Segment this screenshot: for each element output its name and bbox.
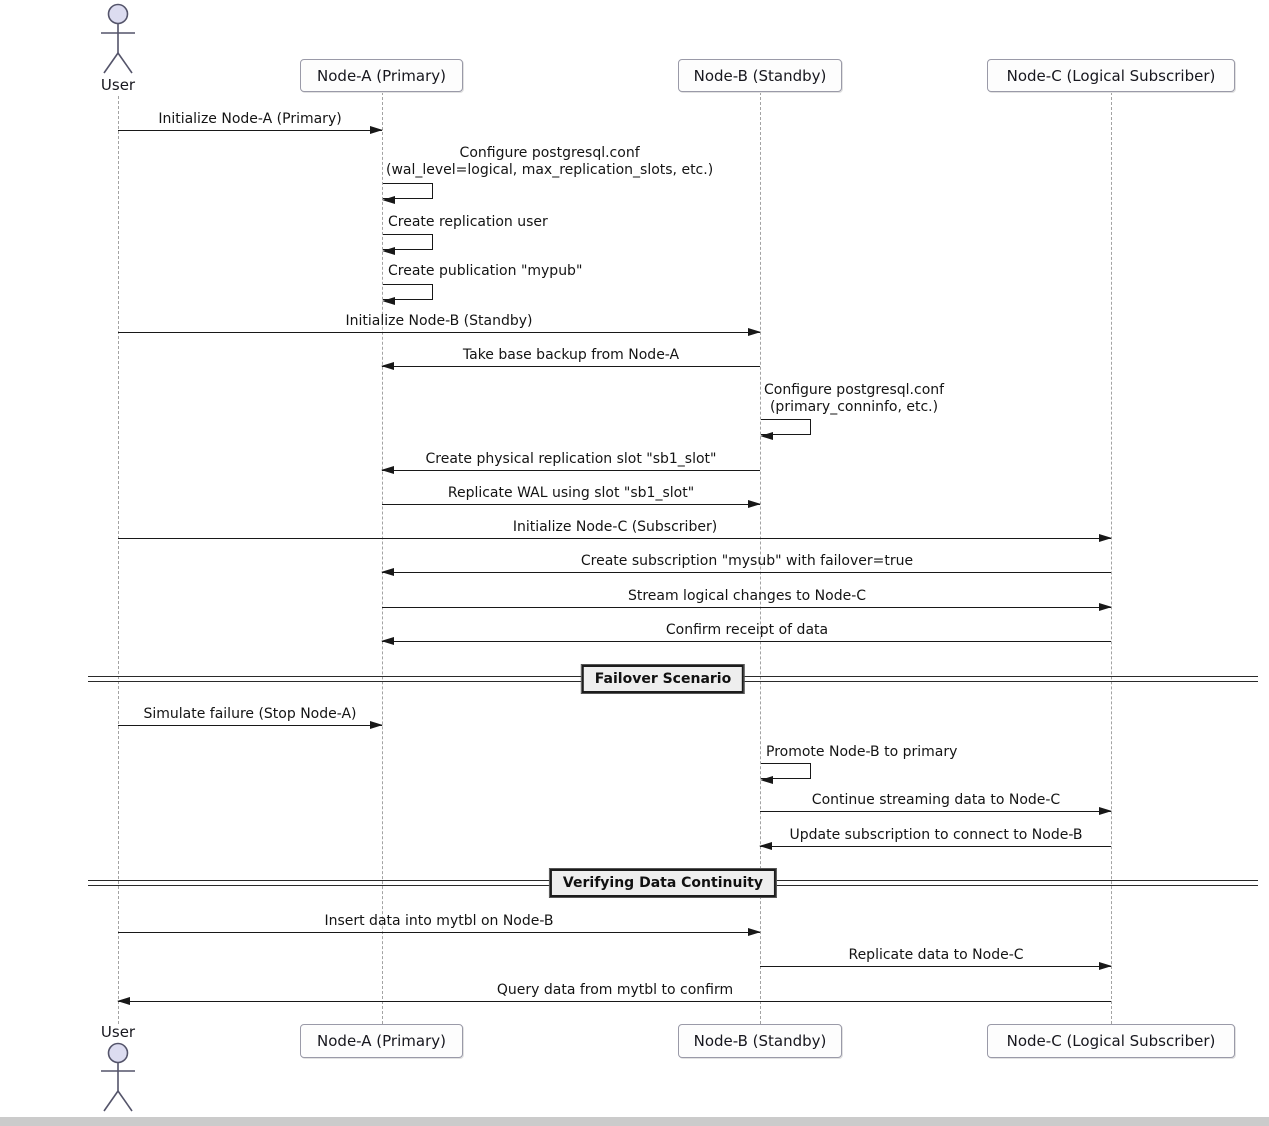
message-label: Take base backup from Node-A — [462, 347, 680, 363]
self-message-label: Create replication user — [388, 214, 548, 230]
self-message-label: Configure postgresql.conf (wal_level=log… — [386, 145, 714, 178]
message-arrow — [118, 721, 383, 729]
message-label: Initialize Node-C (Subscriber) — [512, 519, 718, 535]
user-actor-icon — [101, 3, 135, 74]
message-arrow — [760, 962, 1112, 970]
participant-node-a-bottom: Node-A (Primary) — [300, 1024, 463, 1058]
participant-node-b-bottom: Node-B (Standby) — [678, 1024, 842, 1058]
message-arrow — [118, 328, 761, 336]
message-label: Replicate data to Node-C — [848, 947, 1024, 963]
message-arrow — [381, 568, 1111, 576]
message-label: Create subscription "mysub" with failove… — [580, 553, 914, 569]
message-arrow — [381, 362, 760, 370]
viewport-bottom-strip — [0, 1117, 1269, 1126]
lifeline-node-c — [1111, 92, 1112, 1024]
self-message-label: Promote Node-B to primary — [766, 744, 958, 760]
participant-node-b-top: Node-B (Standby) — [678, 59, 842, 92]
message-arrow — [118, 928, 761, 936]
message-label: Update subscription to connect to Node-B — [789, 827, 1083, 843]
message-label: Create physical replication slot "sb1_sl… — [425, 451, 717, 467]
message-label: Replicate WAL using slot "sb1_slot" — [447, 485, 695, 501]
lifeline-user — [118, 96, 119, 1024]
message-arrow — [117, 997, 1111, 1005]
message-label: Stream logical changes to Node-C — [627, 588, 867, 604]
self-message-loop — [382, 234, 433, 255]
message-label: Initialize Node-B (Standby) — [345, 313, 533, 329]
self-message-loop — [760, 419, 811, 440]
self-message-label: Create publication "mypub" — [388, 263, 583, 279]
message-label: Simulate failure (Stop Node-A) — [143, 706, 357, 722]
message-label: Confirm receipt of data — [665, 622, 829, 638]
participant-user-top: User — [100, 76, 136, 94]
message-arrow — [382, 603, 1112, 611]
message-arrow — [118, 126, 383, 134]
participant-node-c-bottom: Node-C (Logical Subscriber) — [987, 1024, 1235, 1058]
message-arrow — [382, 500, 761, 508]
user-actor-icon — [101, 1042, 135, 1112]
divider-verifying: Verifying Data Continuity — [548, 868, 778, 898]
self-message-loop — [382, 284, 433, 305]
message-arrow — [381, 466, 760, 474]
message-label: Insert data into mytbl on Node-B — [324, 913, 554, 929]
lifeline-node-b — [760, 92, 761, 1024]
message-arrow — [381, 637, 1111, 645]
participant-user-bottom: User — [100, 1023, 136, 1041]
self-message-loop — [760, 763, 811, 784]
message-arrow — [760, 807, 1112, 815]
message-label: Initialize Node-A (Primary) — [158, 111, 342, 127]
lifeline-node-a — [382, 92, 383, 1024]
message-label: Query data from mytbl to confirm — [496, 982, 734, 998]
participant-node-c-top: Node-C (Logical Subscriber) — [987, 59, 1235, 92]
message-label: Continue streaming data to Node-C — [811, 792, 1061, 808]
participant-node-a-top: Node-A (Primary) — [300, 59, 463, 92]
self-message-loop — [382, 183, 433, 204]
divider-failover: Failover Scenario — [580, 664, 746, 694]
message-arrow — [118, 534, 1112, 542]
message-arrow — [759, 842, 1111, 850]
self-message-label: Configure postgresql.conf (primary_conni… — [764, 382, 945, 415]
